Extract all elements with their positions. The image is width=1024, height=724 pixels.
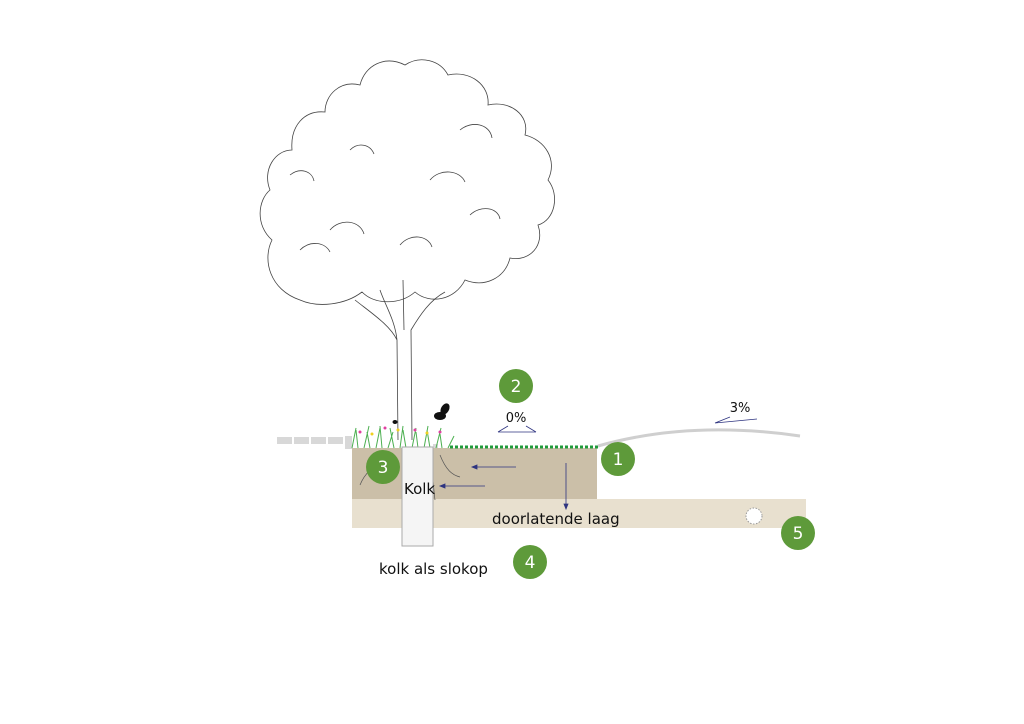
slope-flat-label: 0% (506, 411, 527, 426)
svg-text:5: 5 (793, 524, 804, 544)
drain-pipe (745, 507, 763, 525)
tree-icon (259, 59, 555, 441)
svg-text:3: 3 (378, 458, 389, 478)
kolk-well (401, 446, 434, 547)
kolk-label: Kolk (404, 480, 435, 498)
marker-5: 5 (781, 516, 815, 550)
svg-text:1: 1 (613, 450, 624, 470)
grass-plants (351, 425, 455, 449)
svg-text:4: 4 (525, 553, 536, 573)
road-surface (597, 428, 801, 448)
marker-4: 4 (513, 545, 547, 579)
permeable-layer-label: doorlatende laag (492, 510, 620, 528)
flow-arrows (438, 416, 758, 511)
svg-text:2: 2 (511, 377, 522, 397)
kolk-als-slokop-label: kolk als slokop (379, 560, 488, 578)
marker-2: 2 (499, 369, 533, 403)
bee-icon (434, 403, 450, 420)
insect-icon (392, 420, 398, 424)
slope-curve-label: 3% (730, 401, 751, 416)
marker-3: 3 (366, 450, 400, 484)
marker-1: 1 (601, 442, 635, 476)
